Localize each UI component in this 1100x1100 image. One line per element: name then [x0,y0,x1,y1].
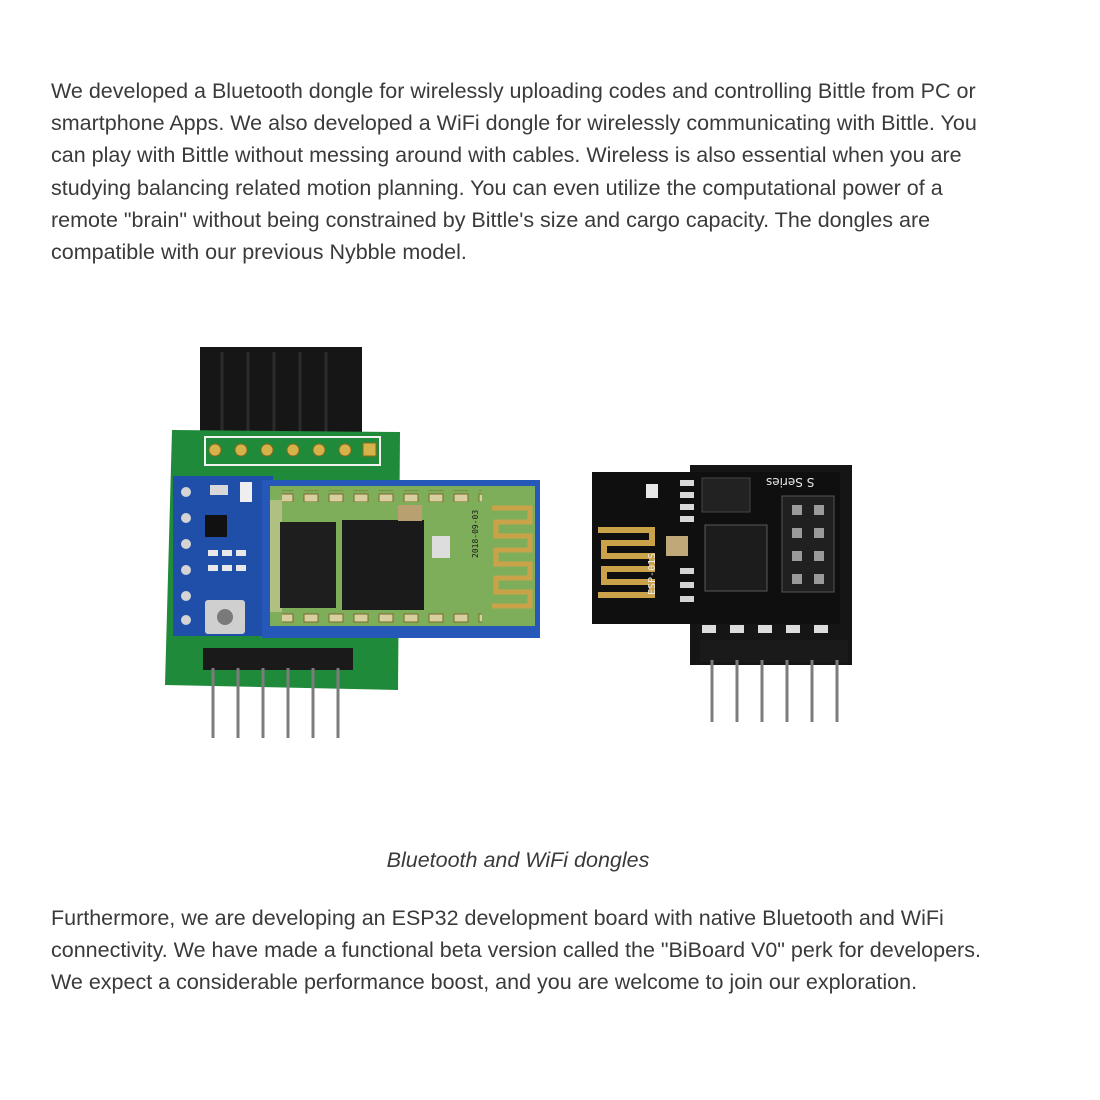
bt-chip-2 [342,520,424,610]
bt-top-header [200,347,362,442]
wifi-main-chip [704,524,768,592]
dongles-photo: 2018-09-03 ESP-01S [0,300,1100,820]
wifi-antenna [598,527,655,598]
wifi-dongle: ESP-01S S Series [592,465,852,722]
bt-bottom-header [203,648,353,670]
bt-chip-1 [280,522,336,608]
bluetooth-dongle: 2018-09-03 [165,347,540,738]
bt-antenna [492,505,533,609]
esp32-paragraph: Furthermore, we are developing an ESP32 … [51,906,981,995]
bt-date-label: 2018-09-03 [471,510,480,558]
wifi-series-label: S Series [766,475,814,489]
wifi-chip-label: ESP-01S [647,553,658,595]
wifi-flash-chip [701,477,751,513]
figure-caption: Bluetooth and WiFi dongles [386,848,650,872]
intro-paragraph: We developed a Bluetooth dongle for wire… [51,79,977,265]
dongles-illustration: 2018-09-03 ESP-01S [165,347,852,738]
